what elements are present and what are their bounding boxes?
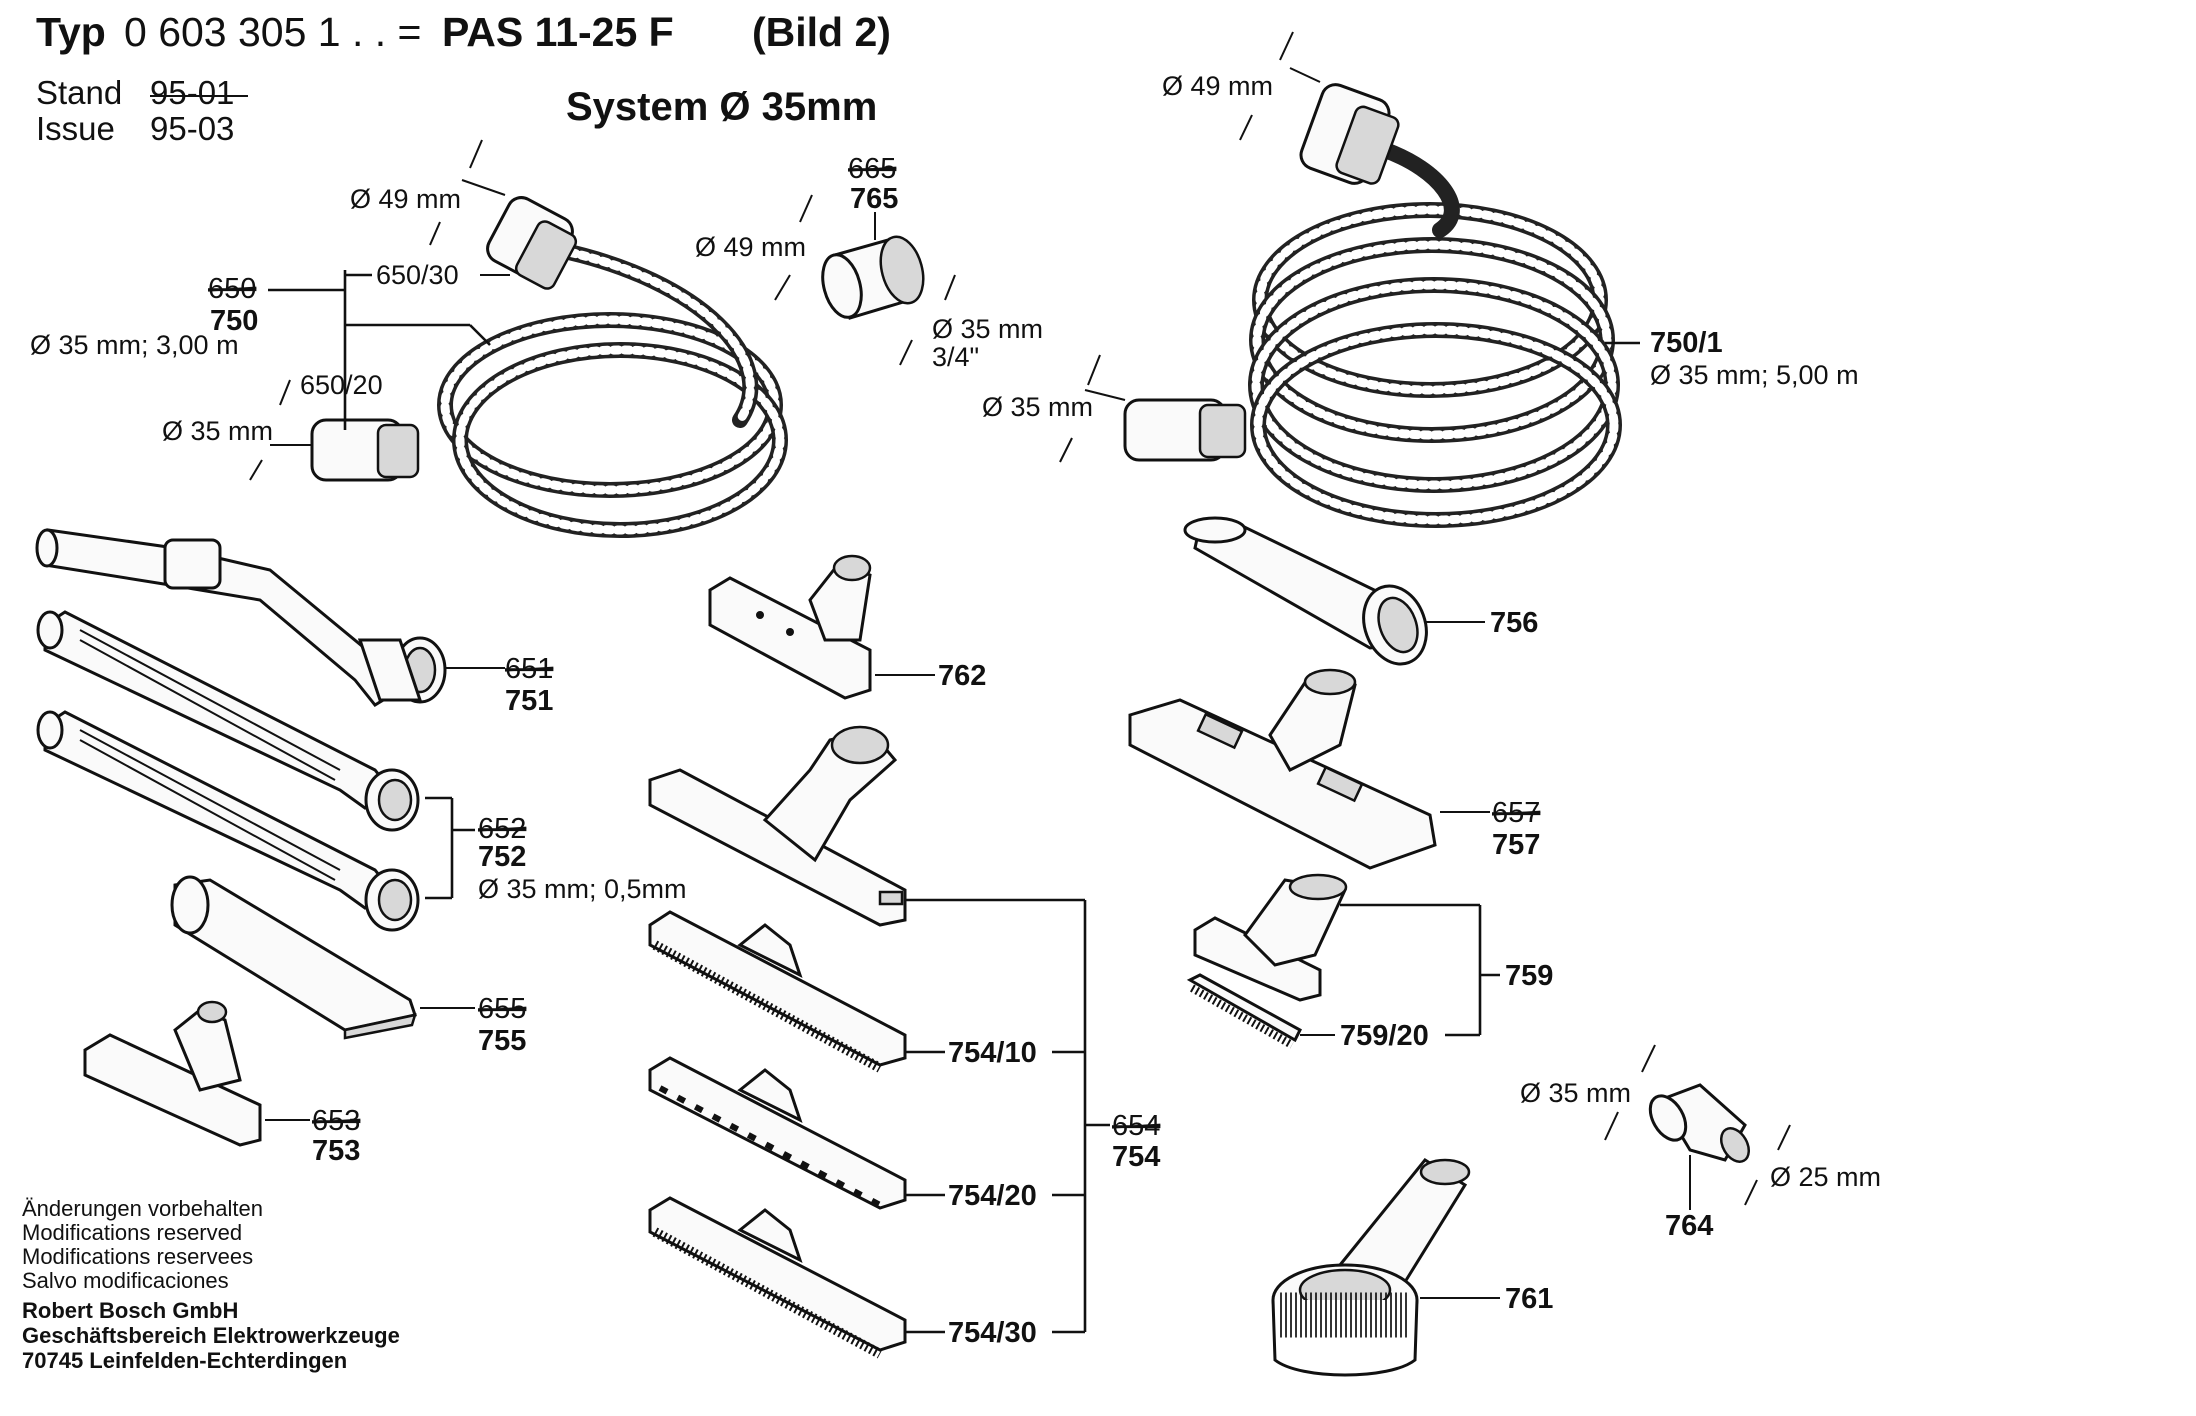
p762-labels: 762 [875,660,986,692]
issue-value: 95-03 [150,110,234,147]
nozzle-icon [1128,668,1437,870]
strike-line [504,666,554,672]
footer-line-4: Salvo modificaciones [22,1268,229,1293]
adapter-765-labels: 665 765 Ø 49 mm Ø 35 mm 3/4" [695,153,1043,372]
hose-short-labels: Ø 49 mm 650 750 Ø 35 mm; 3,00 m 650/30 6… [30,139,510,481]
nozzle-icon [170,875,417,1040]
p754-30-number: 754/30 [948,1317,1037,1349]
p757-labels: 657 757 [1440,797,1541,861]
p752-number: 752 [478,841,526,873]
model-name: PAS 11-25 F [442,9,674,55]
hose-short-dia-top: Ø 49 mm [350,184,461,214]
strike-line [1111,1123,1161,1129]
p757-number: 757 [1492,829,1540,861]
strike-line [477,1006,527,1012]
p756-number: 756 [1490,607,1538,639]
p751-number: 751 [505,685,553,717]
hose-icon [1123,83,1622,528]
hose-short-spec: Ø 35 mm; 3,00 m [30,330,239,360]
p762-number: 762 [938,660,986,692]
footer-line-2: Modifications reserved [22,1220,242,1245]
p755-number: 755 [478,1025,526,1057]
hose-end-650-30: 650/30 [376,260,459,290]
footer: Änderungen vorbehalten Modifications res… [22,1196,400,1373]
brush-icon [648,910,907,1359]
p751-labels: 651 751 [445,653,554,717]
nozzle-icon [708,554,872,700]
p764-dia-out: Ø 25 mm [1770,1162,1881,1192]
strike-line [847,166,897,172]
extension-tube-icon [35,528,447,707]
adapter-icon [821,235,925,320]
strike-line [311,1118,361,1124]
adapter-dia-out: Ø 35 mm [932,314,1043,344]
adapter-number: 765 [850,183,898,215]
hose-long-labels: Ø 49 mm 750/1 Ø 35 mm; 5,00 m Ø 35 mm [982,31,1859,463]
hose-long-dia-bottom: Ø 35 mm [982,392,1093,422]
p764-dia-in: Ø 35 mm [1520,1078,1631,1108]
brush-icon [1186,973,1302,1049]
strike-line [207,286,257,292]
p759-labels: 759 759/20 [1300,903,1553,1052]
bild-label: (Bild 2) [752,9,891,55]
p761-labels: 761 [1420,1283,1553,1315]
hose-long-spec: Ø 35 mm; 5,00 m [1650,360,1859,390]
p759-20-number: 759/20 [1340,1020,1429,1052]
brush-icon [1271,1158,1471,1377]
hose-short-number: 750 [210,305,258,337]
p759-number: 759 [1505,960,1553,992]
adapter-dia-in: Ø 49 mm [695,232,806,262]
p755-labels: 655 755 [420,993,527,1057]
p753-labels: 653 753 [265,1105,361,1167]
strike-line [477,826,527,832]
footer-line-3: Modifications reservees [22,1244,253,1269]
hose-end-650-20: 650/20 [300,370,383,400]
nozzle-icon [648,725,907,927]
p752-spec: Ø 35 mm; 0,5mm [478,874,687,904]
p754-20-number: 754/20 [948,1180,1037,1212]
adapter-icon [1648,1083,1750,1163]
p754-10-number: 754/10 [948,1037,1037,1069]
footer-company-1: Robert Bosch GmbH [22,1298,238,1323]
p752-labels: 652 752 Ø 35 mm; 0,5mm [425,796,687,904]
footer-line-1: Änderungen vorbehalten [22,1196,263,1221]
typ-number: 0 603 305 1 . . = [124,9,422,55]
typ-label: Typ [36,9,106,55]
issue-label: Issue [36,110,115,147]
nozzle-icon [1193,873,1348,1002]
nozzle-icon [83,1000,262,1147]
strike-line [1491,810,1541,816]
p764-labels: Ø 35 mm Ø 25 mm 764 [1520,1044,1881,1242]
p754-number: 754 [1112,1141,1160,1173]
stand-label: Stand [36,74,122,111]
p764-number: 764 [1665,1210,1713,1242]
system-title: System Ø 35mm [566,85,877,129]
footer-company-3: 70745 Leinfelden-Echterdingen [22,1348,347,1373]
hose-long-number: 750/1 [1650,327,1723,359]
hose-icon [310,196,788,538]
p753-number: 753 [312,1135,360,1167]
extension-tube-icon [36,610,420,932]
adapter-thread: 3/4" [932,342,979,372]
hose-long-dia-top: Ø 49 mm [1162,71,1273,101]
p756-labels: 756 [1425,607,1538,639]
p761-number: 761 [1505,1283,1553,1315]
nozzle-icon [1183,516,1428,666]
hose-short-dia-bottom: Ø 35 mm [162,416,273,446]
footer-company-2: Geschäftsbereich Elektrowerkzeuge [22,1323,400,1348]
p754-labels: 754/10 754/20 754/30 654 754 [905,898,1161,1349]
header: Typ 0 603 305 1 . . = PAS 11-25 F (Bild … [36,9,891,147]
stand-value: 95-01 [150,74,234,111]
